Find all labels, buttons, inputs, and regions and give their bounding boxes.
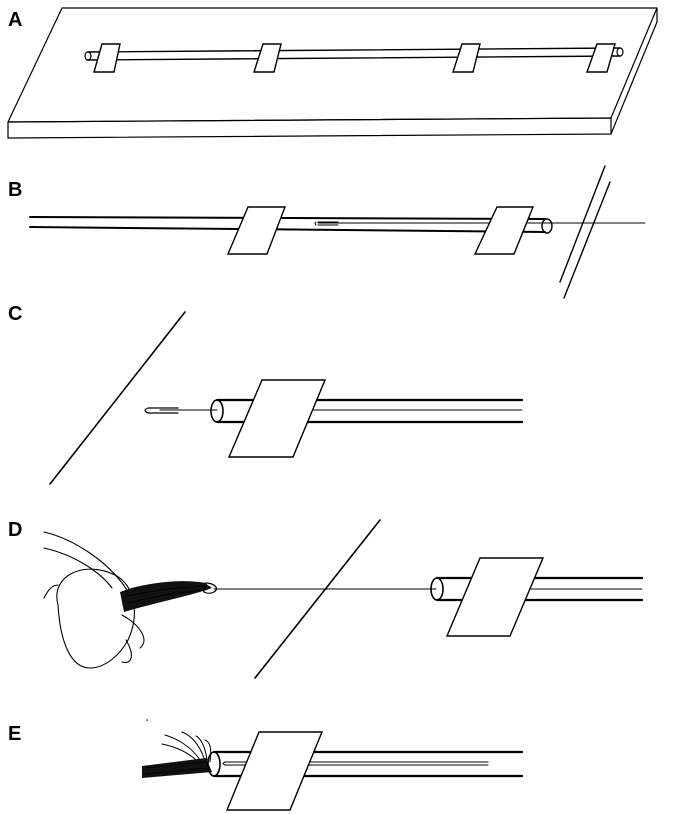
edge-line-d [254,519,381,679]
tape-d [445,557,545,637]
panel-e: E [8,719,524,811]
tape-a1 [93,43,121,73]
panel-label-a: A [8,9,22,31]
wire-loop-b [314,221,339,226]
tube-a [84,47,624,61]
panel-label-d: D [8,519,22,541]
wire-loop-c [144,407,179,414]
panel-a: A [7,7,658,139]
edge-line-b1 [559,165,606,283]
panel-d: D [8,519,644,679]
tape-c [227,379,327,458]
tube-d [430,576,644,602]
edge-line-b2 [563,181,611,299]
tape-a4 [586,43,616,73]
fiber-bundle [142,719,212,778]
tape-a3 [452,43,481,73]
mounting-board [7,7,658,139]
tape-a2 [253,43,282,73]
tape-e [225,731,324,811]
panel-c: C [8,303,524,485]
panel-label-b: B [8,179,22,201]
tape-b2 [473,206,535,255]
panel-label-e: E [8,723,21,745]
panel-b: B [8,165,646,299]
edge-line-c [49,311,186,485]
tape-b1 [226,206,287,255]
hand-sketch [43,531,145,669]
tube-b [29,216,553,234]
panel-label-c: C [8,303,22,325]
forceps [120,581,217,612]
